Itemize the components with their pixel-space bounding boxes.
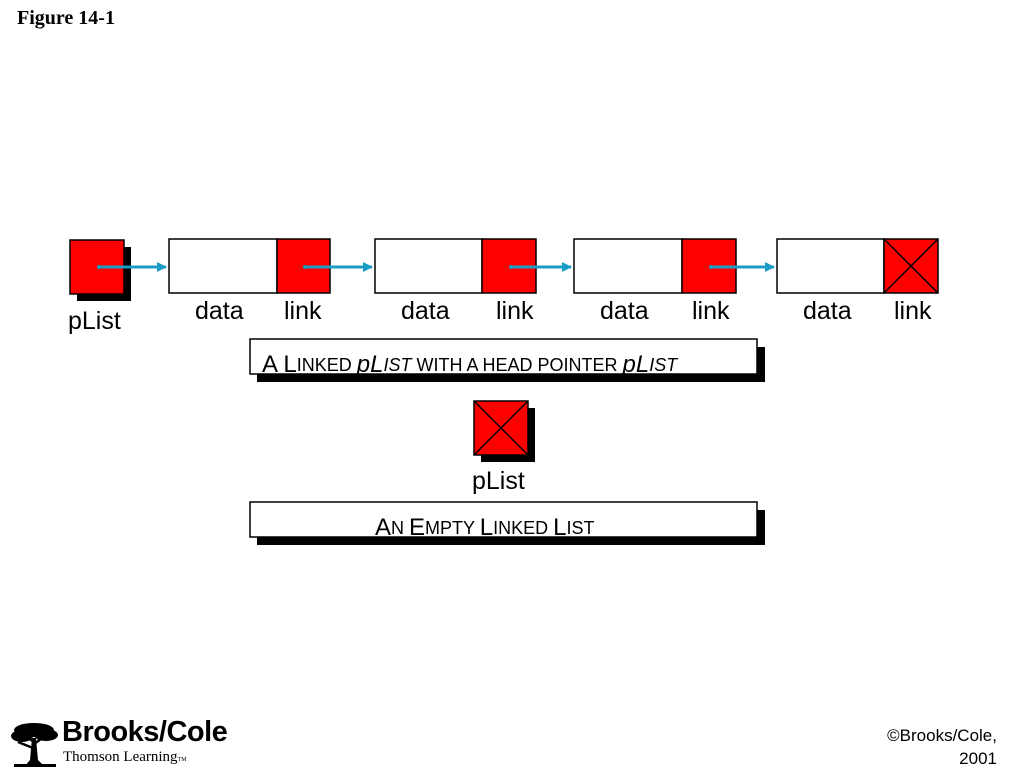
node-link-label: link bbox=[894, 297, 932, 325]
empty-head-pointer bbox=[473, 400, 535, 462]
linked-list-caption-box bbox=[249, 338, 765, 382]
logo-name: Brooks/Cole bbox=[62, 716, 228, 748]
logo-subtitle: Thomson LearningTM bbox=[63, 749, 187, 765]
empty-head-pointer-label: pList bbox=[472, 467, 525, 495]
node-data-label: data bbox=[600, 297, 649, 325]
figure-title: Figure 14-1 bbox=[17, 7, 115, 29]
head-pointer bbox=[69, 239, 167, 301]
node-data-label: data bbox=[195, 297, 244, 325]
node-data-field bbox=[374, 238, 483, 294]
tree-icon bbox=[11, 723, 58, 767]
empty-list-caption-box bbox=[249, 501, 765, 545]
linked-list-caption: A LINKED pLIST WITH A HEAD POINTER pLIST bbox=[262, 351, 679, 378]
list-node-tail bbox=[776, 238, 939, 294]
copyright-line-1: ©Brooks/Cole, bbox=[887, 726, 997, 745]
node-data-field bbox=[168, 238, 278, 294]
node-data-label: data bbox=[401, 297, 450, 325]
trademark: TM bbox=[177, 757, 187, 763]
copyright-notice: ©Brooks/Cole, 2001 bbox=[887, 724, 997, 770]
list-node bbox=[374, 238, 572, 294]
empty-list-caption: AN EMPTY LINKED LIST bbox=[375, 514, 594, 541]
node-link-label: link bbox=[692, 297, 730, 325]
copyright-line-2: 2001 bbox=[959, 749, 997, 768]
list-node bbox=[573, 238, 775, 294]
head-pointer-label: pList bbox=[68, 307, 121, 335]
node-link-label: link bbox=[496, 297, 534, 325]
node-data-field bbox=[776, 238, 885, 294]
node-link-label: link bbox=[284, 297, 322, 325]
node-data-field bbox=[573, 238, 683, 294]
publisher-logo: Brooks/Cole Thomson LearningTM bbox=[10, 716, 250, 768]
node-data-label: data bbox=[803, 297, 852, 325]
list-node bbox=[168, 238, 373, 294]
